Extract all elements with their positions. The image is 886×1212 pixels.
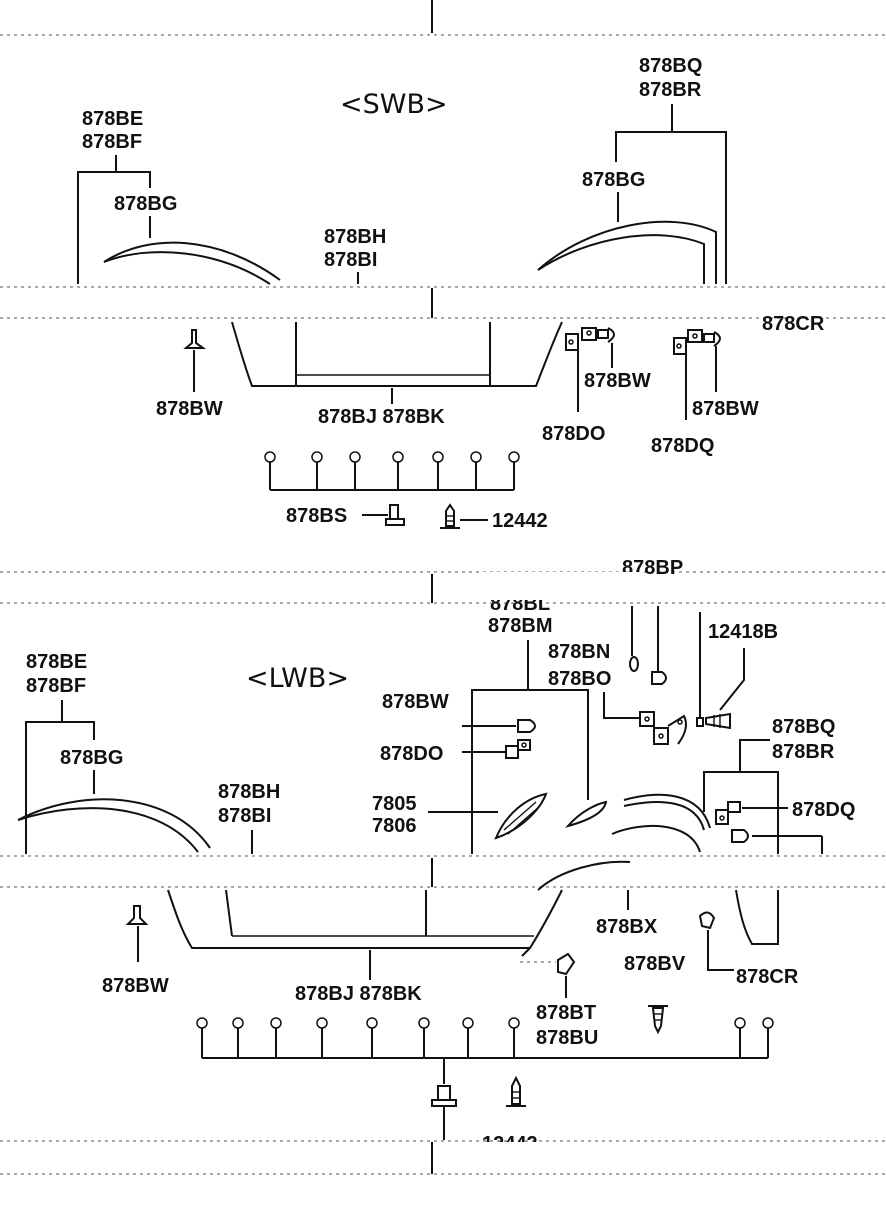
lwb-screw-12442 <box>506 1075 526 1107</box>
swb-label-878bg-right: 878BG <box>582 169 645 191</box>
scan-seams <box>0 0 886 1175</box>
lwb-label-878dq: 878DQ <box>792 799 855 821</box>
lwb-878bm-leader <box>471 640 529 854</box>
swb-label-878bj-878bk: 878BJ 878BK <box>318 406 445 428</box>
lwb-rear-strip <box>565 800 608 828</box>
lwb-clip-comb <box>196 1017 774 1084</box>
swb-label-878bw-right: 878BW <box>692 398 759 420</box>
swb-front-flare-leaders <box>77 155 151 284</box>
lwb-rear-flare-group <box>611 739 823 854</box>
swb-label-878cr-partial: 878CR <box>762 313 825 335</box>
lwb-label-12418b: 12418B <box>708 621 778 643</box>
lwb-label-878bt: 878BT <box>536 1002 596 1024</box>
lwb-label-878bi: 878BI <box>218 805 271 827</box>
swb-front-fender-flare <box>103 241 281 285</box>
lwb-screw-878bv <box>648 1005 668 1035</box>
lwb-front-flare-leaders <box>25 700 95 854</box>
lwb-label-878bu: 878BU <box>536 1027 598 1049</box>
lwb-label-878bj-878bk: 878BJ 878BK <box>295 983 422 1005</box>
lwb-label-878do: 878DO <box>380 743 443 765</box>
lwb-label-878be: 878BE <box>26 651 87 673</box>
lwb-label-878cr: 878CR <box>736 966 799 988</box>
lwb-clip-878cr <box>698 911 734 971</box>
lwb-label-7805: 7805 <box>372 793 417 815</box>
swb-label-878bh: 878BH <box>324 226 386 248</box>
swb-label-878bq: 878BQ <box>639 55 702 77</box>
lwb-label-878br: 878BR <box>772 741 835 763</box>
lwb-mudguard-7805 <box>494 792 548 840</box>
swb-label-878bw-left: 878BW <box>156 398 223 420</box>
swb-bracket-878dq <box>673 329 721 420</box>
lwb-clip-878bw-left <box>125 905 149 962</box>
swb-bracket-878do <box>565 327 615 412</box>
swb-rear-fender-flare <box>537 220 717 284</box>
lwb-label-878bw-left: 878BW <box>102 975 169 997</box>
swb-label-878bs: 878BS <box>286 505 347 527</box>
swb-label-878be: 878BE <box>82 108 143 130</box>
lwb-label-878bg: 878BG <box>60 747 123 769</box>
swb-label-878br: 878BR <box>639 79 702 101</box>
lwb-label-878bv: 878BV <box>624 953 686 975</box>
lwb-label-878bq: 878BQ <box>772 716 835 738</box>
lwb-label-878bw-top: 878BW <box>382 691 449 713</box>
lwb-878bm-leader-right <box>528 689 589 800</box>
swb-label-878bf: 878BF <box>82 131 142 153</box>
swb-rocker-panel <box>231 321 563 387</box>
swb-label-12442: 12442 <box>492 510 548 532</box>
swb-label-878bi: 878BI <box>324 249 377 271</box>
lwb-label-878bm: 878BM <box>488 615 552 637</box>
swb-rear-flare-leaders <box>615 104 727 284</box>
lwb-clip-878bt <box>520 947 576 998</box>
lwb-clip-878bs <box>431 1085 457 1140</box>
lwb-label-878bh: 878BH <box>218 781 280 803</box>
swb-label-878do: 878DO <box>542 423 605 445</box>
lwb-front-fender-flare <box>17 798 211 853</box>
lwb-label-878bx: 878BX <box>596 916 658 938</box>
swb-clip-878bs <box>362 504 405 526</box>
lwb-rocker-panel <box>167 860 779 949</box>
lwb-label-7806: 7806 <box>372 815 417 837</box>
lwb-label-878bo: 878BO <box>548 668 611 690</box>
lwb-title: <LWB> <box>246 663 349 694</box>
swb-screw-12442 <box>440 503 488 529</box>
swb-label-878bg-left: 878BG <box>114 193 177 215</box>
swb-title: <SWB> <box>340 89 448 120</box>
lwb-label-878bn: 878BN <box>548 641 610 663</box>
lwb-upper-parts <box>603 606 745 745</box>
lwb-label-878bf: 878BF <box>26 675 86 697</box>
swb-clip-comb <box>264 451 520 491</box>
swb-label-878bw-mid: 878BW <box>584 370 651 392</box>
swb-label-878dq: 878DQ <box>651 435 714 457</box>
swb-clip-878bw-left <box>183 329 207 392</box>
